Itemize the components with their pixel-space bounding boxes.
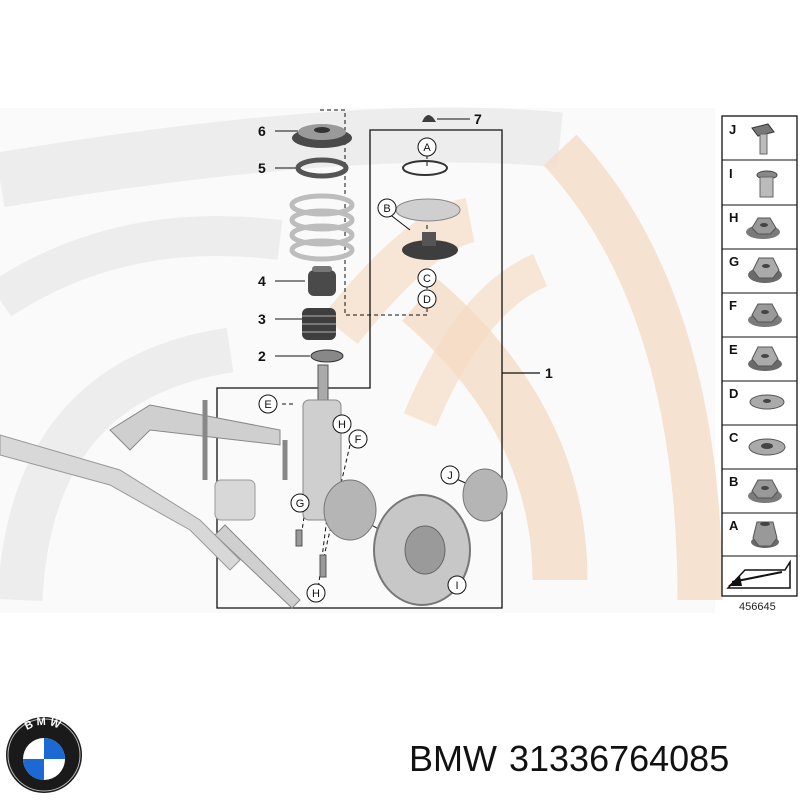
lower-pad-part xyxy=(310,349,344,363)
reference-number: 456645 xyxy=(739,601,776,613)
part-number-1: 1 xyxy=(545,365,553,381)
top-mount-part xyxy=(292,124,352,148)
footer-caption: BMW 31336764085 xyxy=(409,738,729,780)
control-arm-part xyxy=(109,404,301,609)
callout-h-upper: H xyxy=(332,414,352,434)
svg-text:D: D xyxy=(423,294,431,306)
nut-f-icon xyxy=(748,303,782,327)
nut-e-icon xyxy=(748,346,782,371)
ring-part xyxy=(402,160,448,176)
part-number-3: 3 xyxy=(258,311,266,327)
svg-text:B: B xyxy=(383,203,390,215)
part-number-6: 6 xyxy=(258,123,266,139)
callout-h-lower: H xyxy=(306,583,326,603)
callout-i: I xyxy=(447,575,467,595)
washer-d-icon xyxy=(749,394,785,410)
part-number-2: 2 xyxy=(258,348,266,364)
legend-letter-f: F xyxy=(729,298,737,313)
dust-cover-part xyxy=(302,308,336,340)
part-number: 31336764085 xyxy=(508,738,730,779)
sway-bar-link-part xyxy=(202,400,288,480)
nut-a-icon xyxy=(751,521,779,548)
callout-c: C xyxy=(417,268,437,288)
legend-letter-d: D xyxy=(729,386,738,401)
washer-c-icon xyxy=(748,438,786,456)
support-mount-part xyxy=(402,232,458,260)
brand-name: BMW xyxy=(409,738,497,779)
svg-text:A: A xyxy=(423,142,431,154)
svg-text:H: H xyxy=(312,588,320,600)
nut-h-icon xyxy=(746,217,780,239)
steering-rack-part xyxy=(0,434,256,571)
callout-a: A xyxy=(417,137,437,157)
bearing-part xyxy=(395,198,461,222)
svg-text:F: F xyxy=(355,434,362,446)
svg-text:J: J xyxy=(447,470,453,482)
bmw-logo: BMW xyxy=(6,716,82,793)
part-number-4: 4 xyxy=(258,273,266,289)
bolt-j-icon xyxy=(751,123,775,155)
svg-text:E: E xyxy=(264,399,271,411)
hub-part xyxy=(323,468,508,541)
coil-spring-part xyxy=(289,193,355,262)
spring-pad-part xyxy=(295,157,349,179)
callout-j: J xyxy=(440,465,460,485)
bolt-i-icon xyxy=(756,170,778,198)
svg-text:C: C xyxy=(423,273,431,285)
callout-b: B xyxy=(377,198,397,218)
nut-b-icon xyxy=(748,479,782,503)
callout-f: F xyxy=(348,429,368,449)
bmw-logo-letters: BMW xyxy=(23,716,62,733)
legend-letter-h: H xyxy=(729,210,738,225)
callout-e: E xyxy=(258,394,278,414)
brake-disc-part xyxy=(373,494,471,606)
cap-part xyxy=(422,115,436,122)
part-number-5: 5 xyxy=(258,160,266,176)
circled-callouts: A B C D E F G H xyxy=(258,137,467,603)
legend-letter-i: I xyxy=(729,166,733,181)
svg-text:BMW: BMW xyxy=(23,716,65,733)
part-number-labels: 6 5 4 3 2 7 1 xyxy=(258,111,553,381)
frame-lines xyxy=(216,129,540,609)
bump-stop-part xyxy=(308,266,336,296)
legend-letter-e: E xyxy=(729,342,738,357)
fastener-legend: J I H G F E D C B A xyxy=(721,115,798,613)
svg-text:G: G xyxy=(296,498,305,510)
legend-letter-b: B xyxy=(729,474,738,489)
nut-g-icon xyxy=(748,257,782,283)
direction-arrow-icon xyxy=(726,559,791,589)
strut-parts xyxy=(0,115,508,609)
bolt-parts xyxy=(295,529,327,578)
callout-d: D xyxy=(417,289,437,309)
legend-letter-a: A xyxy=(729,518,739,533)
legend-letter-c: C xyxy=(729,430,739,445)
legend-letter-j: J xyxy=(729,122,736,137)
legend-letter-g: G xyxy=(729,254,739,269)
svg-text:I: I xyxy=(455,580,458,592)
svg-text:H: H xyxy=(338,419,346,431)
callout-g: G xyxy=(290,493,310,513)
part-number-7: 7 xyxy=(474,111,482,127)
